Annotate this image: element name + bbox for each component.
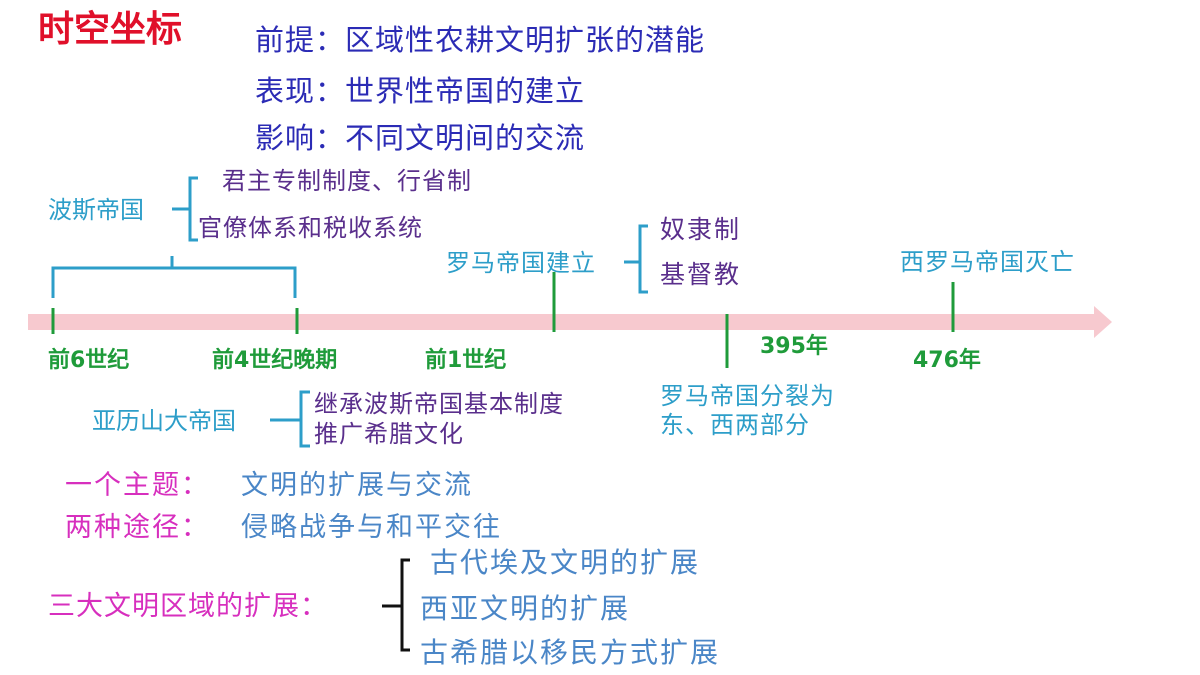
persia-brace	[172, 176, 198, 242]
premise-line: 前提：区域性农耕文明扩张的潜能	[255, 23, 706, 57]
alexander-brace	[270, 390, 310, 448]
ways-label: 两种途径：	[65, 512, 210, 543]
timeline-label-476: 476年	[913, 348, 981, 373]
manifestation-line: 表现：世界性帝国的建立	[255, 74, 586, 108]
persia-range-brace	[51, 256, 297, 298]
timeline-label-6c-bc: 前6世纪	[48, 348, 130, 373]
timeline-label-395: 395年	[760, 334, 828, 359]
theme-label: 一个主题：	[65, 470, 210, 501]
page-title: 时空坐标	[38, 9, 183, 50]
impact-line: 影响：不同文明间的交流	[255, 121, 586, 155]
theme-value: 文明的扩展与交流	[241, 470, 473, 501]
rome-founded: 罗马帝国建立	[446, 249, 596, 277]
region-item-1: 古代埃及文明的扩展	[430, 546, 701, 579]
alexander-name: 亚历山大帝国	[92, 407, 236, 435]
persia-item-1: 君主专制制度、行省制	[222, 167, 472, 195]
region-item-3: 古希腊以移民方式扩展	[420, 636, 721, 669]
alexander-item-1: 继承波斯帝国基本制度	[314, 390, 564, 418]
timeline-label-4c-bc: 前4世纪晚期	[212, 348, 338, 373]
persia-item-2: 官僚体系和税收系统	[198, 214, 423, 242]
rome-item-2: 基督教	[660, 260, 742, 289]
rome-split-line-2: 东、西两部分	[660, 411, 810, 439]
rome-brace	[624, 224, 648, 294]
region-item-2: 西亚文明的扩展	[420, 592, 631, 625]
west-rome-fall: 西罗马帝国灭亡	[900, 248, 1075, 276]
persia-name: 波斯帝国	[48, 196, 144, 224]
timeline-label-1c-bc: 前1世纪	[425, 348, 507, 373]
timeline-arrowhead	[1094, 306, 1112, 338]
ways-value: 侵略战争与和平交往	[241, 512, 502, 543]
timeline-bar	[28, 314, 1098, 330]
alexander-item-2: 推广希腊文化	[314, 420, 464, 448]
rome-item-1: 奴隶制	[660, 215, 742, 244]
regions-brace	[382, 558, 410, 652]
regions-label: 三大文明区域的扩展：	[48, 591, 328, 622]
rome-split-line-1: 罗马帝国分裂为	[660, 382, 835, 410]
